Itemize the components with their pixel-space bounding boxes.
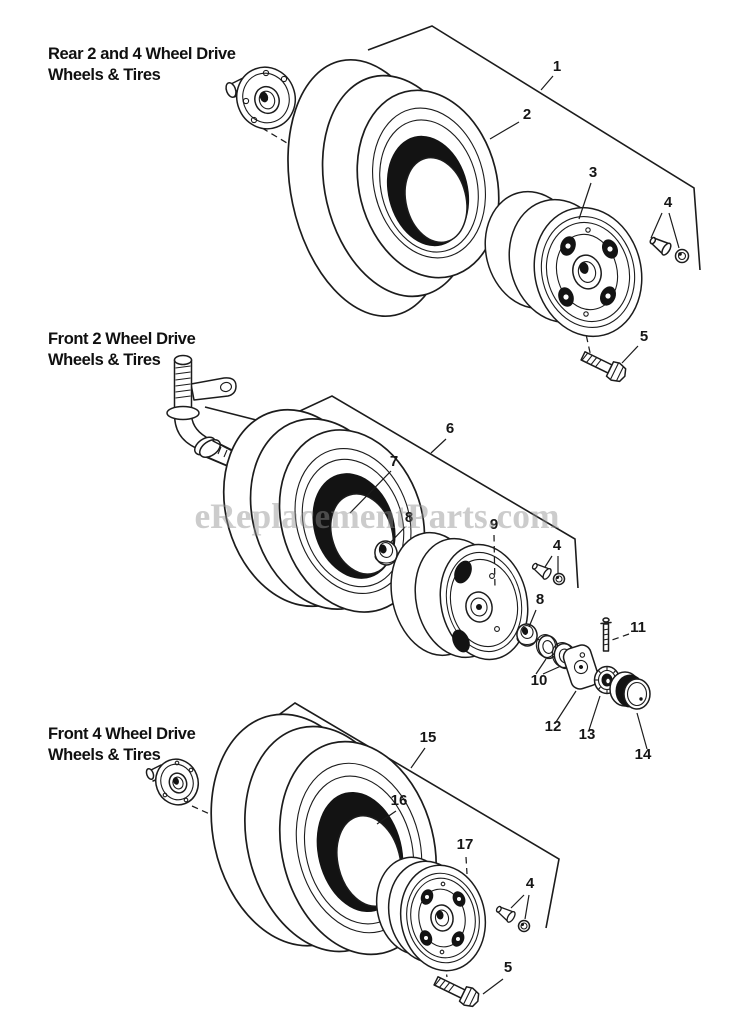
callout-5-rear: 5 [640, 328, 648, 345]
front4wd-section-title-line1: Front 4 Wheel Drive [48, 725, 196, 743]
front2wd-assembly-bracket [204, 395, 579, 589]
front4wd-valve-nut [517, 919, 531, 933]
front2wd-section-title-line2: Wheels & Tires [48, 351, 161, 369]
callout-5-front4wd: 5 [504, 959, 512, 976]
bearing-housing [562, 644, 600, 690]
callout-7: 7 [390, 453, 398, 470]
callout-13: 13 [579, 726, 596, 743]
rear-hub-flange [225, 66, 296, 130]
callout-1: 1 [553, 58, 561, 75]
callout-4-front2wd: 4 [553, 537, 562, 554]
callout-9: 9 [490, 516, 498, 533]
front4wd-tire [210, 713, 438, 956]
caster-spindle [166, 354, 248, 471]
callout-4-front4wd: 4 [526, 875, 535, 892]
front4wd-hub-flange [145, 758, 199, 806]
callout-4-rear: 4 [664, 194, 673, 211]
front4wd-rim [375, 856, 487, 972]
rear-lug-bolt [580, 351, 627, 383]
front2wd-valve-nut [552, 572, 566, 586]
rear-valve-nut [674, 248, 690, 264]
callout-12: 12 [545, 718, 562, 735]
front4wd-lug-bolt [433, 976, 480, 1008]
callout-2: 2 [523, 106, 531, 123]
front2wd-valve-stem [531, 562, 552, 580]
callout-14: 14 [635, 746, 652, 763]
callout-6: 6 [446, 420, 454, 437]
rear-section-title-line1: Rear 2 and 4 Wheel Drive [48, 45, 236, 63]
grease-zerk [600, 617, 612, 652]
leader-lines [349, 75, 680, 995]
callout-15: 15 [420, 729, 437, 746]
callout-8-left: 8 [405, 509, 413, 526]
rear-section-title-line2: Wheels & Tires [48, 66, 161, 84]
rear-tire [287, 58, 500, 318]
watermark: eReplacementParts.com [195, 496, 560, 536]
callout-10: 10 [531, 672, 548, 689]
callout-3: 3 [589, 164, 597, 181]
callout-8-right: 8 [536, 591, 544, 608]
hub-cap [609, 671, 651, 710]
front4wd-valve-stem [495, 905, 516, 923]
front2wd-flange-nut-left [374, 540, 398, 566]
rear-valve-stem [649, 236, 672, 256]
front2wd-flange-nut-right [516, 623, 538, 647]
rear-rim [484, 190, 643, 338]
callout-17: 17 [457, 836, 474, 853]
section-titles: Rear 2 and 4 Wheel Drive Wheels & Tires … [48, 45, 236, 764]
front4wd-section-title-line2: Wheels & Tires [48, 746, 161, 764]
callout-16: 16 [391, 792, 408, 809]
rear-assembly-bracket [367, 25, 701, 271]
front2wd-rim [390, 531, 529, 661]
front2wd-section-title-line1: Front 2 Wheel Drive [48, 330, 196, 348]
callout-numbers: 1 2 3 4 5 6 7 8 9 4 8 10 11 12 13 14 15 … [390, 58, 673, 976]
callout-11: 11 [630, 619, 646, 636]
